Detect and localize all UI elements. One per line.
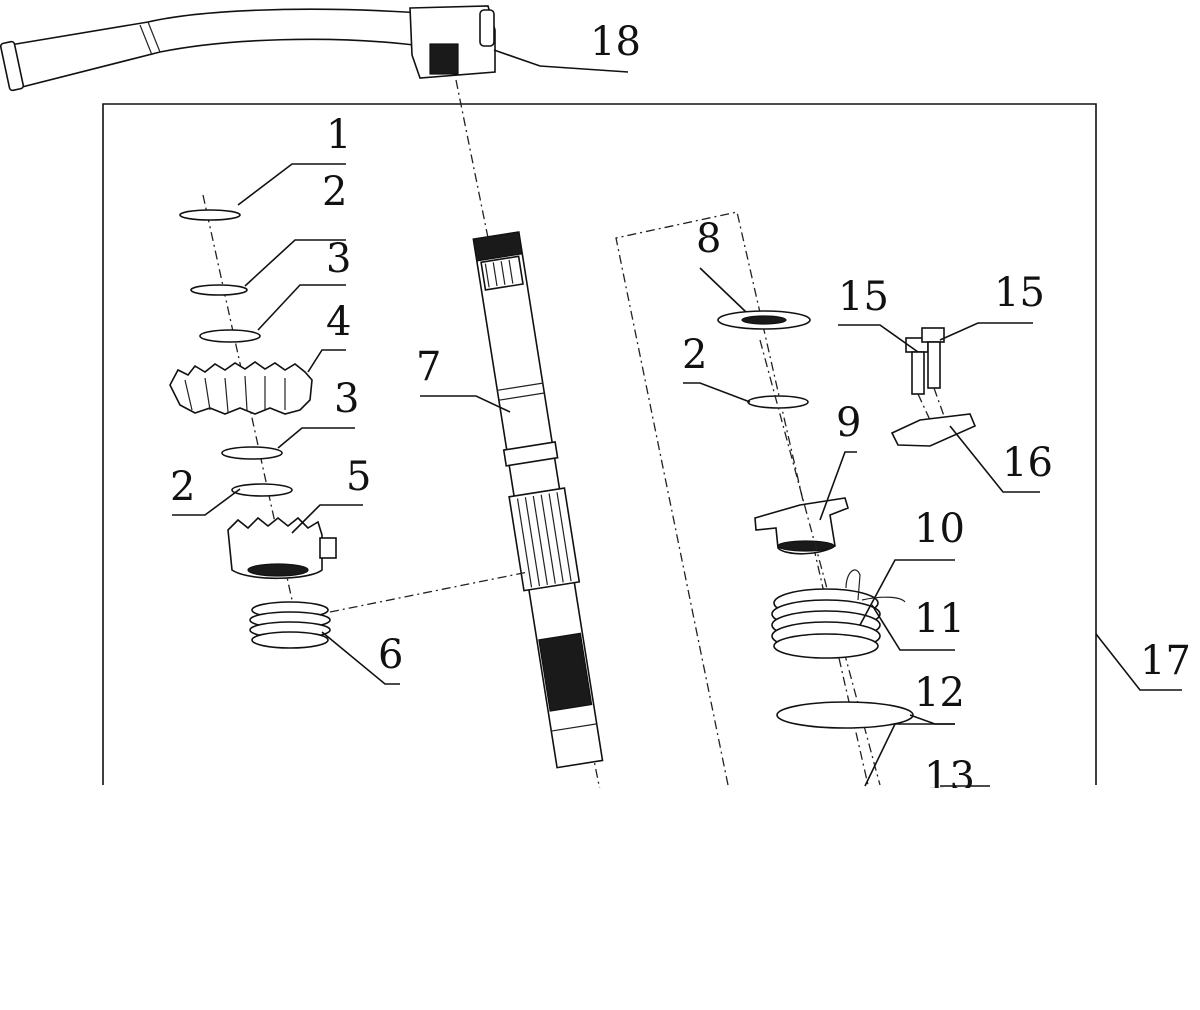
washer-1-part bbox=[179, 209, 241, 221]
circlip-right-part bbox=[747, 395, 809, 409]
washer-3-lower-part bbox=[221, 446, 283, 460]
guide-plate-part bbox=[890, 413, 977, 447]
circlip-lower-part bbox=[231, 483, 293, 497]
callout-12: 12 bbox=[914, 670, 965, 716]
callout-17: 17 bbox=[1140, 638, 1191, 684]
return-spring-part bbox=[771, 569, 906, 659]
callout-9: 9 bbox=[836, 400, 861, 446]
callout-8: 8 bbox=[696, 216, 721, 262]
callout-7: 7 bbox=[416, 344, 441, 390]
callout-15: 15 bbox=[838, 274, 889, 320]
callout-4: 4 bbox=[326, 299, 351, 345]
callout-15: 15 bbox=[994, 270, 1045, 316]
callout-2: 2 bbox=[170, 464, 195, 510]
spring-washer-part bbox=[776, 701, 914, 729]
callout-16: 16 bbox=[1002, 440, 1053, 486]
ratchet-spring-part bbox=[249, 601, 331, 649]
circlip-upper-part bbox=[190, 284, 248, 296]
ratchet-part bbox=[227, 516, 337, 580]
callout-3: 3 bbox=[334, 376, 359, 422]
kick-shaft-part bbox=[472, 231, 604, 769]
callout-18: 18 bbox=[590, 19, 641, 65]
callout-10: 10 bbox=[914, 506, 965, 552]
callout-6: 6 bbox=[378, 632, 403, 678]
spring-guide-part bbox=[754, 497, 849, 555]
callout-3: 3 bbox=[326, 236, 351, 282]
assembly-frame bbox=[102, 103, 1097, 785]
callout-2: 2 bbox=[322, 169, 347, 215]
callout-2: 2 bbox=[682, 332, 707, 378]
washer-3-upper-part bbox=[199, 329, 261, 343]
kick-lever-part bbox=[0, 5, 496, 92]
callout-1: 1 bbox=[326, 112, 351, 158]
kick-gear-part bbox=[169, 361, 313, 415]
bolts-part bbox=[905, 327, 945, 395]
thrust-washer-part bbox=[717, 310, 811, 330]
callout-5: 5 bbox=[346, 454, 371, 500]
leader-lines bbox=[172, 49, 1182, 787]
callout-11: 11 bbox=[914, 596, 965, 642]
